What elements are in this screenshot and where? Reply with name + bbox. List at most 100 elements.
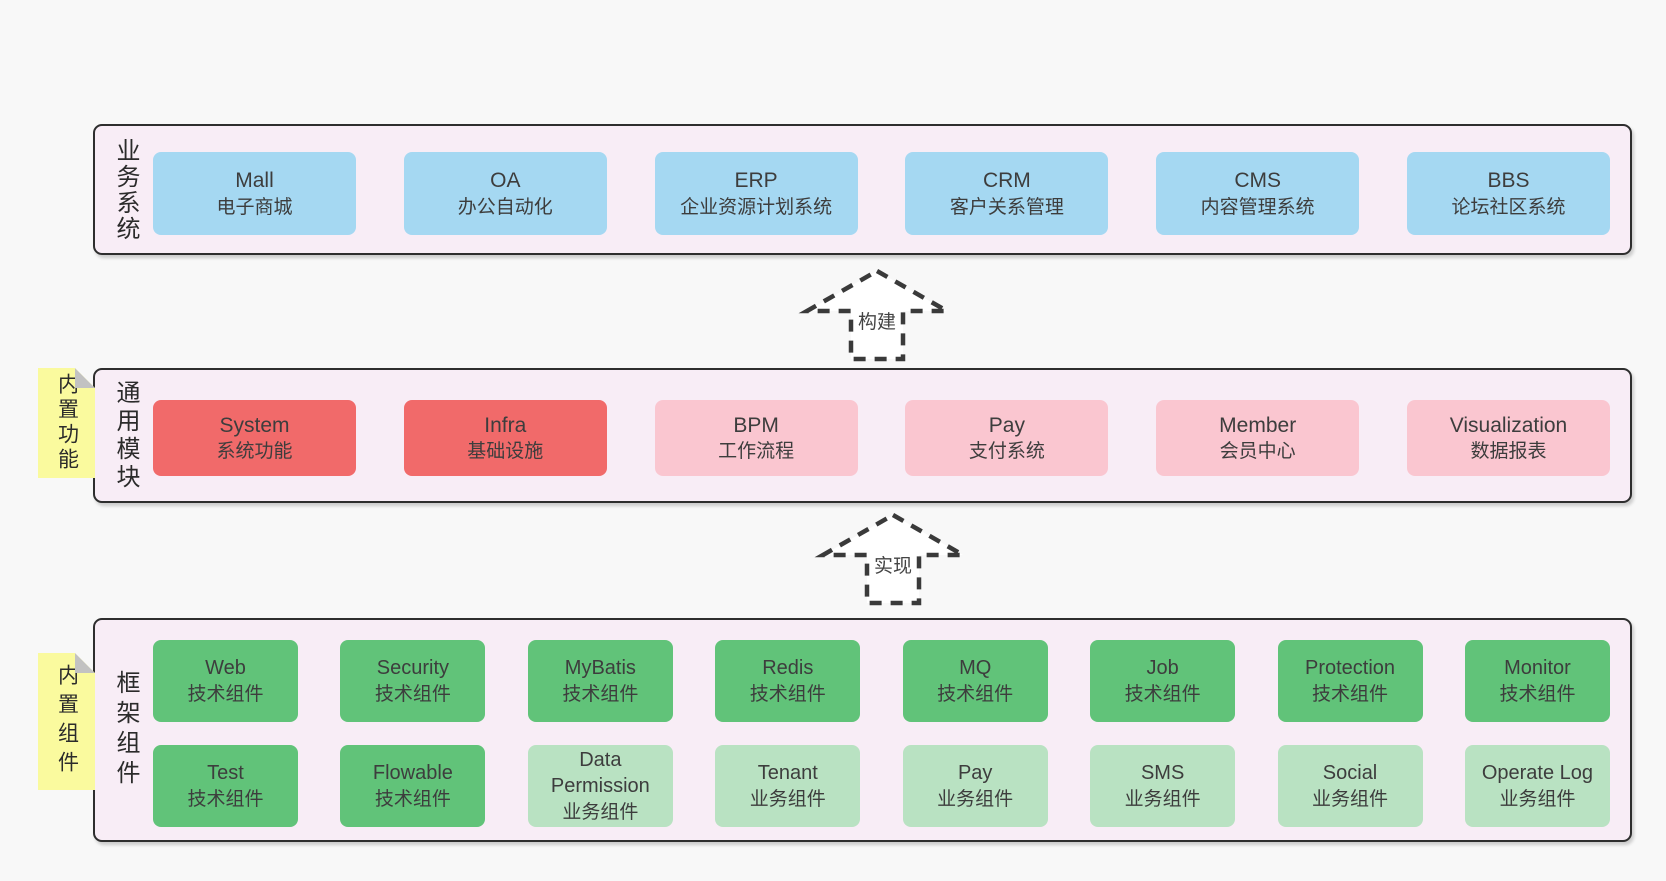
box-tenant: Tenant 业务组件 — [715, 745, 861, 827]
box-subtitle: 办公自动化 — [457, 196, 553, 218]
box-subtitle: 业务组件 — [749, 788, 826, 810]
box-job: Job 技术组件 — [1090, 640, 1236, 722]
box-title: Operate Log — [1481, 762, 1594, 785]
box-visualization: Visualization 数据报表 — [1406, 400, 1610, 476]
box-oa: OA 办公自动化 — [403, 152, 607, 235]
box-cms: CMS 内容管理系统 — [1156, 152, 1360, 235]
box-subtitle: 技术组件 — [187, 788, 264, 810]
box-subtitle: 技术组件 — [374, 683, 451, 705]
arrow-up-shape — [798, 268, 956, 362]
layer-framework-components: 框架组件 Web 技术组件 Security 技术组件 MyBatis 技术组件… — [93, 618, 1632, 842]
box-title: ERP — [734, 169, 778, 193]
implement-arrow-label: 实现 — [874, 555, 912, 577]
box-title: Protection — [1305, 657, 1396, 680]
box-subtitle: 系统功能 — [216, 441, 293, 463]
box-member: Member 会员中心 — [1156, 400, 1360, 476]
box-subtitle: 技术组件 — [374, 788, 451, 810]
box-operate-log: Operate Log 业务组件 — [1464, 745, 1610, 827]
box-subtitle: 业务组件 — [1499, 788, 1576, 810]
box-subtitle: 工作流程 — [718, 441, 795, 463]
box-title: MQ — [959, 657, 992, 680]
box-title: Monitor — [1504, 657, 1571, 680]
box-subtitle: 技术组件 — [749, 683, 826, 705]
box-title: Tenant — [757, 762, 818, 785]
box-subtitle: 企业资源计划系统 — [680, 196, 833, 218]
box-title: Pay — [988, 413, 1025, 437]
box-subtitle: 电子商城 — [216, 196, 293, 218]
box-flowable: Flowable 技术组件 — [340, 745, 486, 827]
box-title: Redis — [762, 657, 814, 680]
box-subtitle: 业务组件 — [937, 788, 1014, 810]
box-subtitle: 业务组件 — [1312, 788, 1389, 810]
box-crm: CRM 客户关系管理 — [905, 152, 1109, 235]
box-subtitle: 技术组件 — [1312, 683, 1389, 705]
box-redis: Redis 技术组件 — [715, 640, 861, 722]
build-arrow-icon: 构建 — [798, 268, 956, 362]
box-subtitle: 技术组件 — [562, 683, 639, 705]
box-title: System — [219, 413, 290, 437]
box-title: Security — [376, 657, 450, 680]
box-subtitle: 支付系统 — [968, 441, 1045, 463]
box-subtitle: 论坛社区系统 — [1451, 196, 1566, 218]
layer-business-systems: 业务系统 Mall 电子商城 OA 办公自动化 ERP 企业资源计划系统 CRM… — [93, 124, 1632, 255]
box-title: BPM — [733, 413, 779, 437]
box-mybatis: MyBatis 技术组件 — [527, 640, 673, 722]
box-social: Social 业务组件 — [1277, 745, 1423, 827]
box-erp: ERP 企业资源计划系统 — [654, 152, 858, 235]
framework-components-row-1: Web 技术组件 Security 技术组件 MyBatis 技术组件 Redi… — [153, 640, 1610, 722]
box-subtitle: 基础设施 — [467, 441, 544, 463]
box-bbs: BBS 论坛社区系统 — [1406, 152, 1610, 235]
box-bpm: BPM 工作流程 — [654, 400, 858, 476]
box-subtitle: 业务组件 — [1124, 788, 1201, 810]
box-title: Visualization — [1449, 413, 1568, 437]
box-mall: Mall 电子商城 — [153, 152, 356, 235]
box-security: Security 技术组件 — [340, 640, 486, 722]
box-title: Social — [1322, 762, 1378, 785]
box-title: Pay — [957, 762, 993, 785]
box-protection: Protection 技术组件 — [1277, 640, 1423, 722]
box-subtitle: 技术组件 — [1499, 683, 1576, 705]
box-title: Infra — [484, 413, 527, 437]
box-pay-biz: Pay 业务组件 — [902, 745, 1048, 827]
box-title: Job — [1146, 657, 1179, 680]
box-title: Member — [1219, 413, 1297, 437]
sticky-note-builtin-features: 内置功能 — [38, 368, 95, 478]
business-systems-label: 业务系统 — [112, 137, 139, 242]
box-title: Test — [207, 762, 244, 785]
box-sms: SMS 业务组件 — [1090, 745, 1236, 827]
business-systems-row: Mall 电子商城 OA 办公自动化 ERP 企业资源计划系统 CRM 客户关系… — [153, 152, 1610, 235]
box-title: CMS — [1234, 169, 1282, 193]
box-title: SMS — [1140, 762, 1185, 785]
box-subtitle: 技术组件 — [937, 683, 1014, 705]
box-data-permission: Data Permission 业务组件 — [527, 745, 673, 827]
box-subtitle: 内容管理系统 — [1200, 196, 1315, 218]
box-pay: Pay 支付系统 — [905, 400, 1109, 476]
box-infra: Infra 基础设施 — [403, 400, 607, 476]
implement-arrow-icon: 实现 — [814, 512, 972, 606]
box-subtitle: 技术组件 — [187, 683, 264, 705]
box-title: Web — [205, 657, 246, 680]
box-subtitle: 技术组件 — [1124, 683, 1201, 705]
framework-components-row-2: Test 技术组件 Flowable 技术组件 Data Permission … — [153, 745, 1610, 827]
box-system: System 系统功能 — [153, 400, 356, 476]
box-test: Test 技术组件 — [153, 745, 298, 827]
build-arrow-label: 构建 — [858, 311, 896, 333]
box-subtitle: 客户关系管理 — [949, 196, 1064, 218]
box-subtitle: 数据报表 — [1470, 441, 1547, 463]
framework-components-label: 框架组件 — [112, 670, 139, 790]
box-title: OA — [490, 169, 521, 193]
common-modules-row: System 系统功能 Infra 基础设施 BPM 工作流程 Pay 支付系统… — [153, 400, 1610, 476]
box-title: Mall — [235, 169, 274, 193]
layer-common-modules: 通用模块 System 系统功能 Infra 基础设施 BPM 工作流程 Pay… — [93, 368, 1632, 503]
box-subtitle: 会员中心 — [1219, 441, 1296, 463]
box-monitor: Monitor 技术组件 — [1464, 640, 1610, 722]
box-title: Flowable — [372, 762, 453, 785]
sticky-note-label: 内置组件 — [55, 663, 79, 780]
sticky-note-label: 内置功能 — [55, 373, 79, 473]
box-subtitle: 业务组件 — [562, 801, 639, 823]
box-title: Data Permission — [550, 749, 650, 798]
box-mq: MQ 技术组件 — [902, 640, 1048, 722]
box-title: BBS — [1487, 169, 1530, 193]
box-web: Web 技术组件 — [153, 640, 298, 722]
